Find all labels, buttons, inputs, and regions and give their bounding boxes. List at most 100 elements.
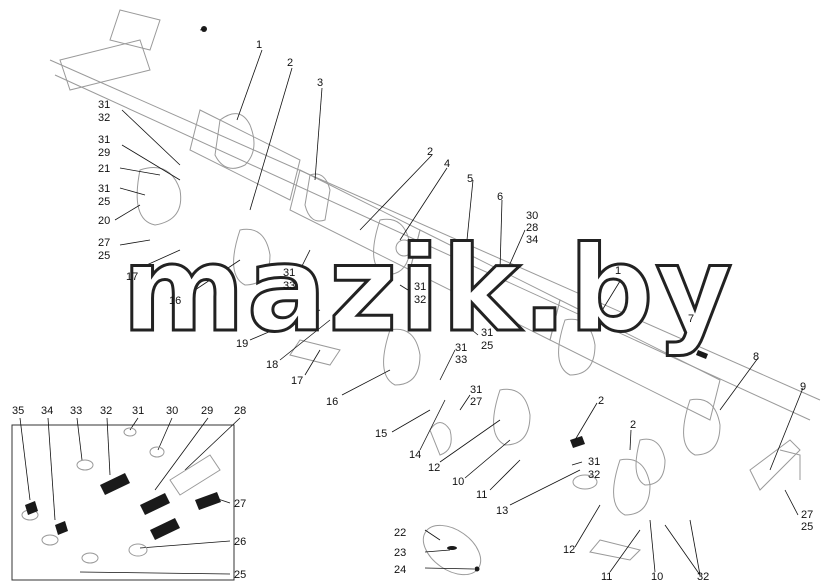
callout-label: 23 bbox=[394, 547, 406, 559]
legend-part-34b bbox=[55, 521, 68, 535]
callout-label: 10 bbox=[452, 476, 464, 488]
part-2d-shape bbox=[635, 438, 666, 486]
legend-number: 33 bbox=[70, 405, 82, 417]
legend-part-33b bbox=[81, 552, 99, 564]
part-16b-shape bbox=[383, 328, 421, 386]
part-2c-bushing bbox=[570, 436, 585, 448]
legend-part-27 bbox=[195, 492, 221, 510]
part-15-shape bbox=[429, 422, 452, 456]
top-bracket bbox=[109, 9, 161, 51]
callout-label: 25 bbox=[481, 340, 493, 352]
legend-part-31 bbox=[123, 427, 137, 437]
part-23-slot bbox=[447, 546, 457, 550]
callout-label: 25 bbox=[801, 521, 813, 533]
legend-box: 35 34 33 32 31 30 29 28 27 26 25 bbox=[11, 405, 246, 581]
callout-label: 29 bbox=[98, 147, 110, 159]
part-24-pin bbox=[474, 566, 480, 572]
callout-label: 33 bbox=[455, 354, 467, 366]
callout-label: 8 bbox=[753, 351, 759, 363]
part-3-shape bbox=[304, 173, 331, 222]
part-1b-shape bbox=[558, 318, 596, 376]
callout-label: 31 bbox=[98, 134, 110, 146]
part-10-shape bbox=[493, 388, 531, 446]
part-4-shape bbox=[373, 218, 411, 276]
callout-label: 31 bbox=[588, 456, 600, 468]
callout-label: 17 bbox=[291, 375, 303, 387]
legend-number: 27 bbox=[234, 498, 246, 510]
callout-label: 33 bbox=[283, 280, 295, 292]
callout-label: 15 bbox=[375, 428, 387, 440]
legend-number: 31 bbox=[132, 405, 144, 417]
callout-label: 11 bbox=[601, 571, 612, 583]
callout-label: 1 bbox=[256, 39, 262, 51]
callout-label: 5 bbox=[467, 173, 473, 185]
part-9-rod bbox=[779, 449, 801, 480]
part-1-shape bbox=[214, 113, 255, 169]
legend-part-29 bbox=[140, 493, 170, 515]
callout-label: 16 bbox=[326, 396, 338, 408]
legend-number: 26 bbox=[234, 536, 246, 548]
callout-label: 10 bbox=[651, 571, 663, 583]
callout-label: 21 bbox=[98, 163, 110, 175]
callout-label: 3 bbox=[317, 77, 323, 89]
callout-label: 28 bbox=[526, 222, 538, 234]
callout-label: 34 bbox=[526, 234, 538, 246]
callout-label: 14 bbox=[409, 449, 421, 461]
callout-label: 31 bbox=[98, 99, 110, 111]
main-shaft-line bbox=[49, 59, 821, 401]
legend-part-30 bbox=[149, 446, 165, 458]
part-8-shape bbox=[683, 398, 721, 456]
part-20-shape bbox=[136, 167, 182, 226]
callout-label: 19 bbox=[236, 338, 248, 350]
legend-part-26b bbox=[150, 518, 180, 540]
dark-parts bbox=[201, 26, 708, 572]
callout-label: 30 bbox=[526, 210, 538, 222]
section-plate-1 bbox=[189, 109, 301, 201]
legend-number: 35 bbox=[12, 405, 24, 417]
callout-label: 32 bbox=[414, 294, 426, 306]
legend-part-34 bbox=[41, 534, 59, 546]
part-5-ring bbox=[395, 239, 413, 257]
callout-label: 2 bbox=[287, 57, 293, 69]
callout-label: 12 bbox=[428, 462, 440, 474]
part-7-pin bbox=[696, 350, 708, 359]
legend-part-35b bbox=[25, 501, 38, 515]
callout-label: 13 bbox=[496, 505, 508, 517]
legend-part-32 bbox=[100, 473, 130, 495]
legend-number: 29 bbox=[201, 405, 213, 417]
callout-label: 9 bbox=[800, 381, 806, 393]
callout-label: 31 bbox=[470, 384, 482, 396]
callout-label: 11 bbox=[476, 489, 487, 501]
callout-label: 31 bbox=[283, 267, 295, 279]
legend-part-26 bbox=[128, 543, 148, 557]
part-32c-washer bbox=[572, 474, 598, 490]
callout-label: 22 bbox=[394, 527, 406, 539]
watermark: mazik.by bbox=[122, 220, 734, 358]
callout-label: 31 bbox=[481, 327, 493, 339]
part-10b-shape bbox=[613, 458, 651, 516]
callout-label: 2 bbox=[630, 419, 636, 431]
callout-label: 7 bbox=[688, 313, 694, 325]
legend-number: 32 bbox=[100, 405, 112, 417]
part-9-shape bbox=[749, 439, 801, 491]
callout-label: 32 bbox=[588, 469, 600, 481]
leader-lines bbox=[114, 28, 804, 576]
callout-label: 17 bbox=[126, 271, 138, 283]
callout-label: 25 bbox=[98, 196, 110, 208]
callout-label: 27 bbox=[470, 396, 482, 408]
callout-label: 20 bbox=[98, 215, 110, 227]
callout-label: 16 bbox=[169, 295, 181, 307]
callout-label: 32 bbox=[697, 571, 709, 583]
callout-label: 24 bbox=[394, 564, 406, 576]
part-11b-shape bbox=[589, 539, 641, 561]
callout-label: 32 bbox=[98, 112, 110, 124]
legend-number: 28 bbox=[234, 405, 246, 417]
part-17b-shape bbox=[289, 339, 341, 366]
callout-label: 31 bbox=[414, 281, 426, 293]
callout-label: 18 bbox=[266, 359, 278, 371]
legend-number: 34 bbox=[41, 405, 53, 417]
callout-label: 27 bbox=[801, 509, 813, 521]
left-end-bracket bbox=[59, 39, 151, 91]
